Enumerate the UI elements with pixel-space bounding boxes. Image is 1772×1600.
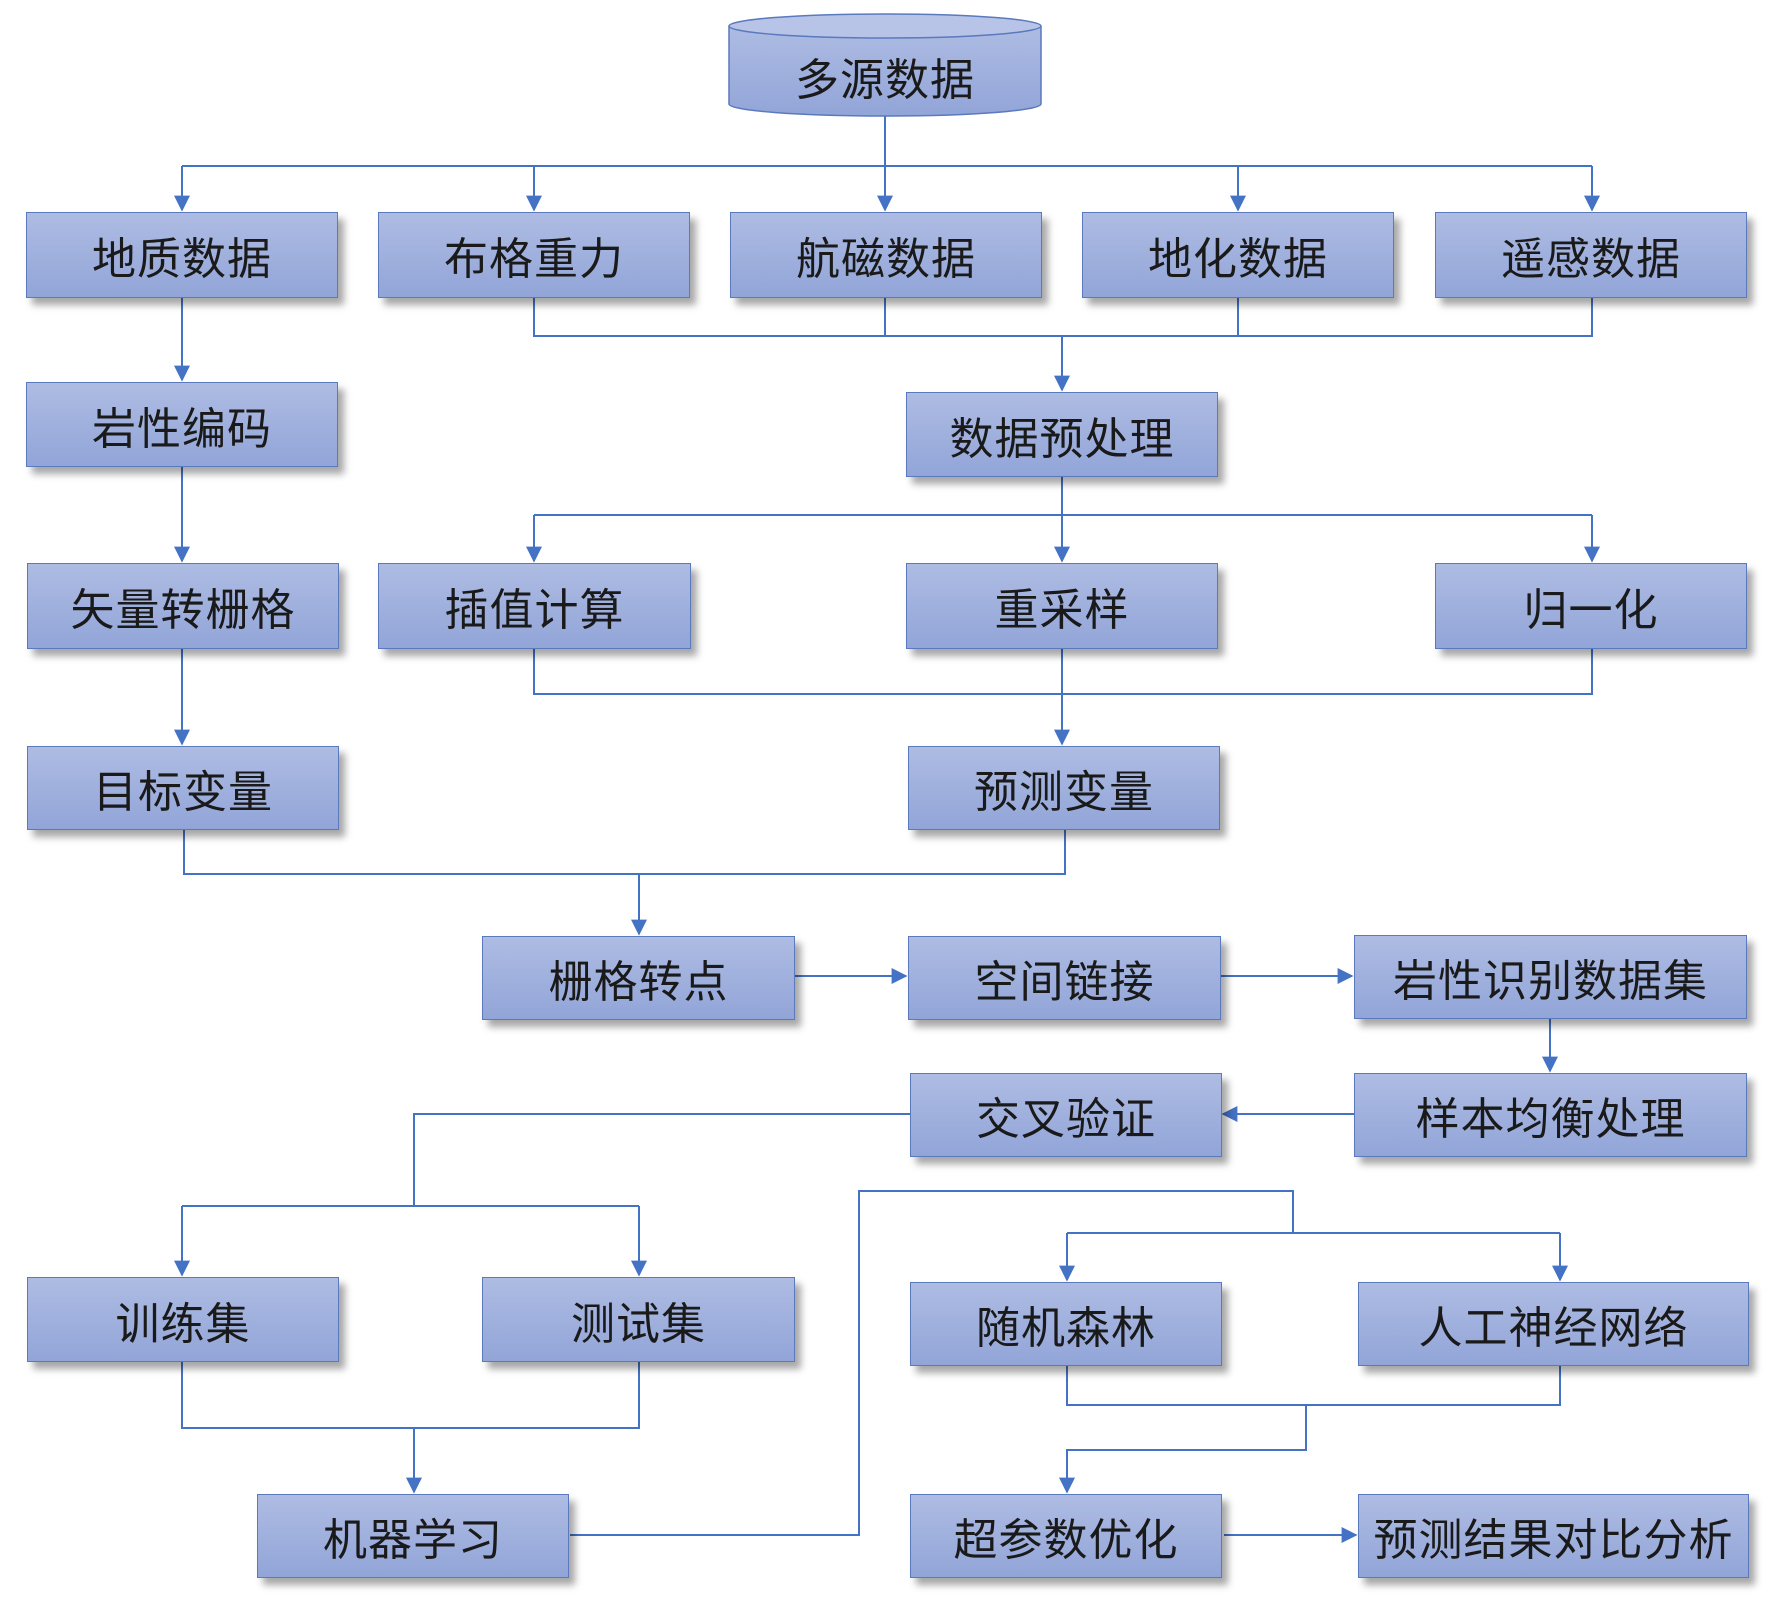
edge-inputs-merge [533, 298, 1593, 337]
node-cross-validation: 交叉验证 [910, 1073, 1222, 1157]
node-aeromagnetic-data: 航磁数据 [730, 212, 1042, 298]
source-label: 多源数据 [795, 55, 975, 106]
node-raster-to-point: 栅格转点 [482, 936, 795, 1020]
node-interpolation: 插值计算 [378, 563, 691, 649]
node-lithology-encoding: 岩性编码 [26, 382, 338, 467]
node-remote-sensing-data: 遥感数据 [1435, 212, 1747, 298]
node-predictor-variable: 预测变量 [908, 746, 1220, 830]
node-geochemical-data: 地化数据 [1082, 212, 1394, 298]
node-bouguer-gravity: 布格重力 [378, 212, 690, 298]
edge-models-merge [1066, 1366, 1561, 1406]
node-spatial-join: 空间链接 [908, 936, 1221, 1020]
node-geology-data: 地质数据 [26, 212, 338, 298]
node-training-set: 训练集 [27, 1277, 339, 1362]
node-machine-learning: 机器学习 [257, 1494, 569, 1578]
edge-cv-split [413, 1113, 910, 1206]
edge-variables-merge [183, 830, 1066, 875]
node-resampling: 重采样 [906, 563, 1218, 649]
edge-models-hyper [1059, 1405, 1307, 1494]
node-data-preprocessing: 数据预处理 [906, 392, 1218, 477]
node-artificial-neural-network: 人工神经网络 [1358, 1282, 1749, 1366]
node-result-comparison: 预测结果对比分析 [1358, 1494, 1749, 1578]
edge-sets-merge [181, 1362, 640, 1429]
edge-ml-models [570, 1190, 1294, 1536]
node-lithology-dataset: 岩性识别数据集 [1354, 935, 1747, 1019]
node-target-variable: 目标变量 [27, 746, 339, 830]
node-sample-balancing: 样本均衡处理 [1354, 1073, 1747, 1157]
node-random-forest: 随机森林 [910, 1282, 1222, 1366]
node-test-set: 测试集 [482, 1277, 795, 1362]
node-vector-to-raster: 矢量转栅格 [27, 563, 339, 649]
node-normalization: 归一化 [1435, 563, 1747, 649]
database-cylinder-icon [728, 13, 1042, 117]
node-hyperparameter-optimization: 超参数优化 [910, 1494, 1222, 1578]
